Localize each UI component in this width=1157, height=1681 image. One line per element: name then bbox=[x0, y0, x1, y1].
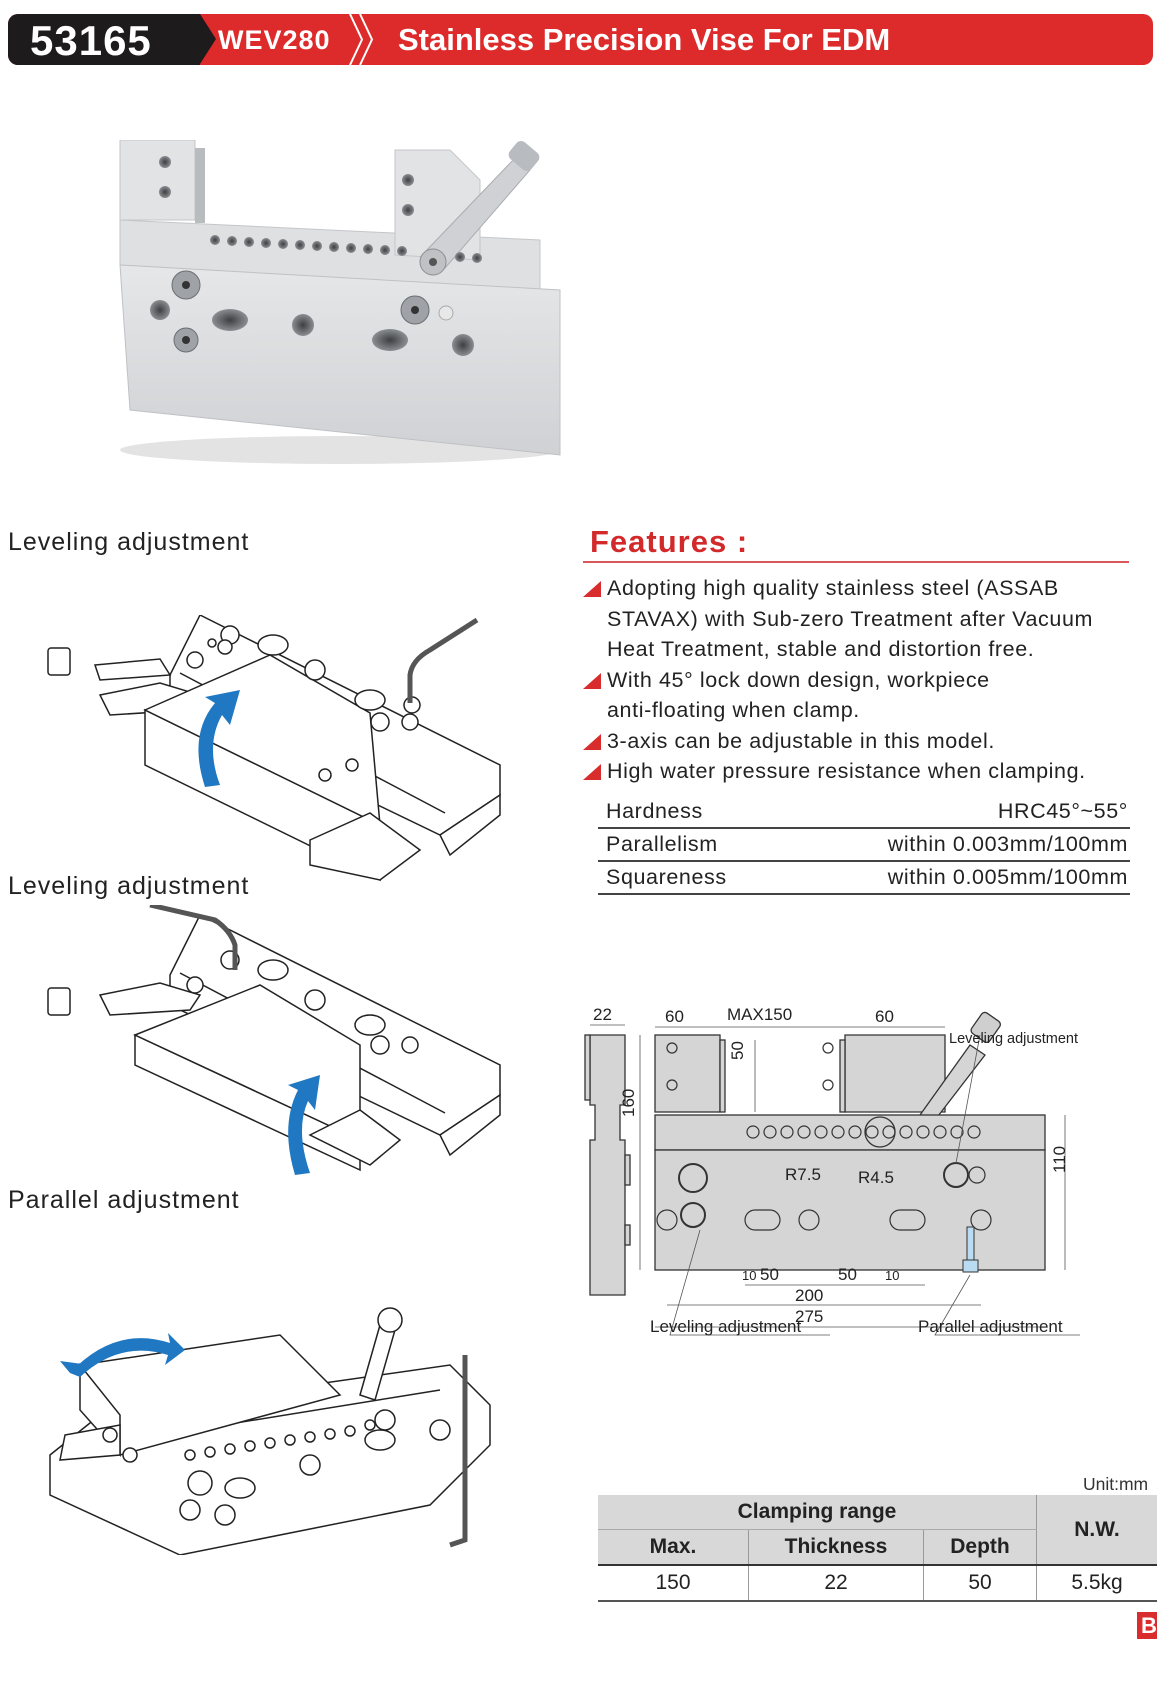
rotate-arrow-icon bbox=[198, 690, 240, 787]
callout-leveling-bottom: Leveling adjustment bbox=[650, 1317, 801, 1336]
table-row: 150 22 50 5.5kg bbox=[598, 1565, 1157, 1601]
dim-side-width: 22 bbox=[593, 1005, 612, 1024]
col-thickness-header: Thickness bbox=[748, 1529, 924, 1565]
page-section-badge: B bbox=[1137, 1612, 1157, 1639]
dim-jaw-left: 60 bbox=[665, 1007, 684, 1026]
product-photo bbox=[119, 140, 561, 464]
swing-arrow-icon bbox=[60, 1333, 185, 1377]
feature-item: 3-axis can be adjustable in this model. bbox=[583, 726, 1143, 757]
cell-nw: 5.5kg bbox=[1036, 1565, 1157, 1601]
dim-max-open: MAX150 bbox=[727, 1005, 792, 1024]
cell-thickness: 22 bbox=[748, 1565, 924, 1601]
triangle-bullet-icon bbox=[583, 764, 601, 780]
triangle-bullet-icon bbox=[583, 581, 601, 597]
parallel-illustration bbox=[49, 1307, 491, 1555]
spec-value: HRC45°~55° bbox=[997, 799, 1128, 823]
col-depth-header: Depth bbox=[923, 1529, 1037, 1565]
model-number: WEV280 bbox=[218, 25, 331, 55]
product-code: 53165 bbox=[30, 17, 152, 64]
leveling-illustration-2 bbox=[47, 905, 501, 1175]
spec-row-squareness: Squareness within 0.005mm/100mm bbox=[598, 862, 1130, 895]
illustration-label-parallel: Parallel adjustment bbox=[8, 1186, 240, 1214]
cell-max: 150 bbox=[655, 1571, 691, 1594]
dim-body-height: 110 bbox=[1050, 1146, 1069, 1173]
feature-item: Adopting high quality stainless steel (A… bbox=[583, 573, 1143, 665]
dim-200: 200 bbox=[795, 1286, 823, 1305]
dim-10-right: 10 bbox=[885, 1268, 899, 1283]
header-code-tab bbox=[8, 14, 216, 65]
spec-value: within 0.003mm/100mm bbox=[887, 832, 1128, 856]
cell-depth: 50 bbox=[923, 1565, 1037, 1601]
dim-50-right: 50 bbox=[838, 1265, 857, 1284]
illustration-label-leveling-1: Leveling adjustment bbox=[8, 528, 250, 556]
dim-radius-large: R7.5 bbox=[785, 1165, 821, 1184]
feature-item: High water pressure resistance when clam… bbox=[583, 756, 1143, 787]
spec-label: Hardness bbox=[606, 799, 703, 823]
spec-row-parallelism: Parallelism within 0.003mm/100mm bbox=[598, 829, 1130, 862]
dim-total-height: 160 bbox=[619, 1089, 638, 1117]
dim-jaw-height: 50 bbox=[728, 1041, 747, 1060]
product-title: Stainless Precision Vise For EDM bbox=[398, 22, 891, 57]
dim-50-left: 50 bbox=[760, 1265, 779, 1284]
feature-item: With 45° lock down design, workpiece ant… bbox=[583, 665, 1143, 726]
spec-label: Parallelism bbox=[606, 832, 718, 856]
dim-radius-small: R4.5 bbox=[858, 1168, 894, 1187]
features-title: Features : bbox=[590, 524, 749, 559]
screw-icon bbox=[159, 156, 171, 168]
spec-label: Squareness bbox=[606, 865, 727, 889]
spec-value: within 0.005mm/100mm bbox=[887, 865, 1128, 889]
illustration-label-leveling-2: Leveling adjustment bbox=[8, 872, 250, 900]
hole-row bbox=[656, 1042, 992, 1231]
features-list: Adopting high quality stainless steel (A… bbox=[583, 573, 1143, 787]
double-chevron-icon bbox=[349, 14, 374, 65]
spec-row-hardness: Hardness HRC45°~55° bbox=[598, 796, 1130, 829]
leveling-illustration-1 bbox=[47, 615, 501, 882]
dim-jaw-right: 60 bbox=[875, 1007, 894, 1026]
col-max-header: Max. bbox=[598, 1529, 749, 1565]
clamping-range-header: Clamping range bbox=[598, 1495, 1037, 1530]
hole-row bbox=[210, 235, 482, 263]
nw-header: N.W. bbox=[1036, 1495, 1157, 1566]
technical-drawing: 22 60 MAX150 60 50 160 110 R7.5 R4.5 10 … bbox=[584, 1005, 1080, 1336]
clamping-table: Clamping range N.W. Max. Thickness Depth… bbox=[598, 1495, 1157, 1602]
spec-table: Hardness HRC45°~55° Parallelism within 0… bbox=[598, 796, 1130, 895]
triangle-bullet-icon bbox=[583, 672, 601, 689]
callout-leveling-top: Leveling adjustment bbox=[949, 1031, 1078, 1047]
dim-10-left: 10 bbox=[742, 1268, 756, 1283]
features-divider bbox=[583, 561, 1129, 563]
rotate-arrow-icon bbox=[288, 1075, 320, 1175]
header-bar: 53165 WEV280 Stainless Precision Vise Fo… bbox=[8, 14, 1153, 65]
unit-label: Unit:mm bbox=[1083, 1474, 1149, 1494]
callout-parallel: Parallel adjustment bbox=[918, 1317, 1063, 1336]
dim-275: 275 bbox=[795, 1307, 823, 1326]
triangle-bullet-icon bbox=[583, 733, 601, 750]
